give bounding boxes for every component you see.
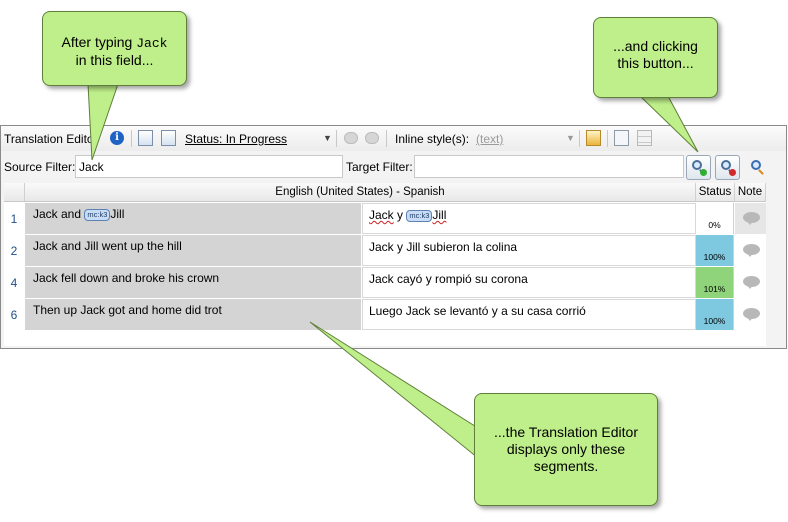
callout-typing-text-2: in this field... xyxy=(75,52,154,68)
row-number: 6 xyxy=(10,308,18,322)
toolbar-separator xyxy=(579,130,580,147)
callout-clicking: ...and clicking this button... xyxy=(593,17,718,98)
row-number: 1 xyxy=(10,212,18,226)
status-icon[interactable] xyxy=(161,130,176,146)
source-filter-label: Source Filter: xyxy=(4,160,76,174)
source-text: Jack and xyxy=(33,207,85,221)
source-cell[interactable]: Jack fell down and broke his crown xyxy=(25,267,361,298)
target-text: Jack xyxy=(369,208,394,222)
toolbar-separator xyxy=(336,130,337,147)
note-header: Note xyxy=(735,183,766,202)
status-header: Status xyxy=(696,183,735,202)
inline-tag: mc:k3 xyxy=(406,210,433,222)
source-cell[interactable]: Then up Jack got and home did trot xyxy=(25,299,361,330)
callout-typing-code: Jack xyxy=(136,36,168,51)
inline-style-dropdown[interactable]: (text) xyxy=(476,132,504,146)
translation-editor-panel: Translation Editor i Status: In Progress… xyxy=(0,125,787,349)
table-icon[interactable] xyxy=(637,130,652,146)
callout-result: ...the Translation Editor displays only … xyxy=(474,393,658,506)
toolbar-separator xyxy=(131,130,132,147)
segment-grid: English (United States) - Spanish Status… xyxy=(4,183,766,346)
status-cell: 0% xyxy=(696,203,734,234)
row-number-header xyxy=(4,183,25,202)
editor-title: Translation Editor xyxy=(4,132,98,146)
target-cell[interactable]: Jack y Jill subieron la colina xyxy=(362,235,696,266)
status-cell: 100% xyxy=(696,235,734,266)
target-text: Jill xyxy=(432,208,447,222)
target-text: y xyxy=(393,208,407,222)
target-filter-label: Target Filter: xyxy=(346,160,413,174)
target-cell[interactable]: Jack cayó y rompió su corona xyxy=(362,267,696,298)
note-icon xyxy=(743,212,760,225)
status-cell: 101% xyxy=(696,267,734,298)
search-options-icon[interactable] xyxy=(747,158,767,178)
note-cell[interactable] xyxy=(735,203,766,234)
table-row[interactable]: 6 Then up Jack got and home did trot Lue… xyxy=(4,299,766,331)
note-icon xyxy=(743,308,760,321)
status-dropdown-caret[interactable]: ▼ xyxy=(323,133,332,143)
note-cell[interactable] xyxy=(735,235,766,266)
note-icon xyxy=(743,244,760,257)
info-icon[interactable]: i xyxy=(110,131,124,145)
clear-filter-button[interactable] xyxy=(715,155,740,180)
note-cell[interactable] xyxy=(735,299,766,330)
source-cell[interactable]: Jack and Jill went up the hill xyxy=(25,235,361,266)
apply-filter-button[interactable] xyxy=(686,155,711,180)
row-number: 2 xyxy=(10,244,18,258)
accept-segment-icon[interactable] xyxy=(138,130,153,146)
row-number: 4 xyxy=(10,276,18,290)
status-cell: 100% xyxy=(696,299,734,330)
inline-tag: mc:k3 xyxy=(84,209,111,221)
status-dropdown[interactable]: Status: In Progress xyxy=(185,132,288,146)
previous-tag-icon[interactable] xyxy=(344,132,358,144)
callout-typing: After typing Jack in this field... xyxy=(42,11,187,86)
source-filter-input[interactable]: Jack xyxy=(75,155,343,178)
inline-style-label: Inline style(s): xyxy=(395,132,470,146)
source-text: Jill xyxy=(110,207,125,221)
toolbar-separator xyxy=(386,130,387,147)
note-cell[interactable] xyxy=(735,267,766,298)
table-row[interactable]: 2 Jack and Jill went up the hill Jack y … xyxy=(4,235,766,267)
toolbar-separator xyxy=(607,130,608,147)
inline-style-caret[interactable]: ▼ xyxy=(566,133,575,143)
filter-bar: Source Filter: Jack Target Filter: xyxy=(1,152,786,180)
target-cell[interactable]: Luego Jack se levantó y a su casa corrió xyxy=(362,299,696,330)
next-tag-icon[interactable] xyxy=(365,132,379,144)
note-icon xyxy=(743,276,760,289)
insert-tag-icon[interactable] xyxy=(586,130,601,146)
callout-typing-text: After typing xyxy=(61,34,137,50)
toolbar: Translation Editor i Status: In Progress… xyxy=(1,126,786,151)
target-filter-input[interactable] xyxy=(414,155,684,178)
document-icon[interactable] xyxy=(614,130,629,146)
table-row[interactable]: 4 Jack fell down and broke his crown Jac… xyxy=(4,267,766,299)
language-header: English (United States) - Spanish xyxy=(25,183,696,202)
